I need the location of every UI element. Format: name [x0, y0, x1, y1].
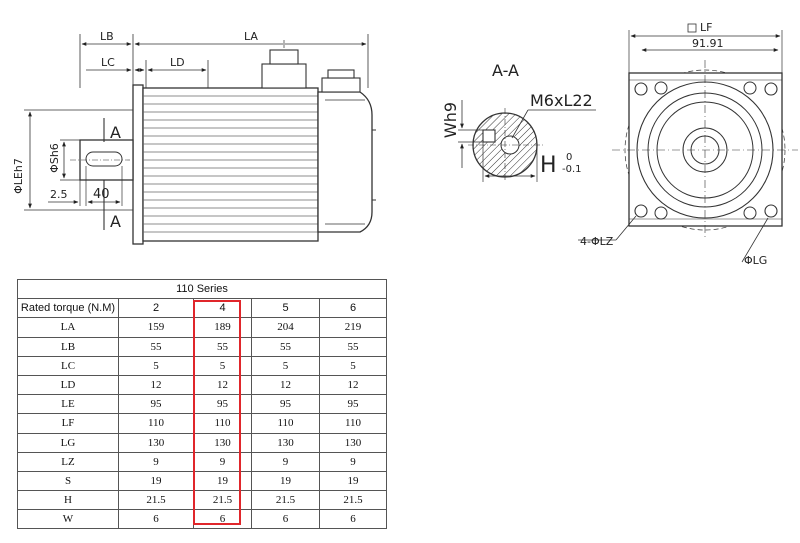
table-cell: 189 [193, 317, 252, 338]
table-cell: 110 [251, 413, 320, 434]
table-cell: 21.5 [118, 490, 194, 511]
table-cell: 21.5 [318, 490, 388, 511]
front-view [578, 23, 798, 263]
front-lg-label: ΦLG [744, 254, 767, 267]
dim-phis-label: ΦSh6 [48, 143, 61, 173]
dim-la-label: LA [244, 30, 258, 43]
table-cell: 95 [318, 394, 388, 415]
row-label: LF [17, 413, 119, 434]
dim-phile-label: ΦLEh7 [12, 158, 25, 194]
table-cell: 130 [251, 432, 320, 453]
table-cell: 110 [193, 413, 252, 434]
table-cell: 130 [318, 432, 388, 453]
row-label: H [17, 490, 119, 511]
table-cell: 9 [251, 451, 320, 472]
section-w-label: Wh9 [441, 102, 460, 138]
dim-ld-label: LD [170, 56, 185, 69]
table-cell: 6 [318, 509, 388, 530]
header-label: Rated torque (N.M) [17, 298, 119, 319]
table-title: 110 Series [16, 278, 388, 300]
header-torque: 4 [193, 298, 252, 319]
table-title-row: 110 Series [16, 278, 388, 300]
front-lz-label: 4-ΦLZ [580, 235, 614, 248]
table-cell: 19 [251, 470, 320, 492]
table-cell: 130 [193, 432, 252, 453]
section-h-tol-upper: 0 [566, 152, 572, 163]
header-torque: 5 [251, 298, 320, 319]
row-label: LC [17, 355, 119, 376]
row-label: LG [17, 432, 119, 453]
table-cell: 5 [193, 355, 252, 376]
table-cell: 6 [193, 509, 252, 530]
table-cell: 19 [118, 470, 194, 492]
section-a-a [458, 100, 596, 182]
dim-lb-label: LB [100, 30, 114, 43]
section-mark-bottom: A [110, 212, 121, 231]
section-thread-label: M6xL22 [530, 91, 593, 110]
table-cell: 219 [318, 317, 388, 338]
row-label: S [17, 470, 119, 492]
technical-drawing: LB LA LC LD ΦSh6 ΦLEh7 A A 2.5 40 A-A Wh… [12, 21, 798, 267]
table-cell: 55 [318, 336, 388, 357]
table-cell: 19 [318, 470, 388, 492]
section-title: A-A [492, 61, 519, 80]
header-torque: 6 [318, 298, 388, 319]
table-header-row: Rated torque (N.M) 2 4 5 6 [17, 298, 388, 319]
table-cell: 130 [118, 432, 194, 453]
table-cell: 110 [318, 413, 388, 434]
table-cell: 9 [118, 451, 194, 472]
row-label: LZ [17, 451, 119, 472]
dim-40-label: 40 [93, 187, 110, 202]
table-cell: 6 [251, 509, 320, 530]
table-cell: 5 [251, 355, 320, 376]
row-label: W [17, 509, 119, 530]
table-cell: 55 [251, 336, 320, 357]
row-label: LB [17, 336, 119, 357]
row-label: LA [17, 317, 119, 338]
table-cell: 5 [118, 355, 194, 376]
table-cell: 12 [193, 374, 252, 396]
table-cell: 95 [193, 394, 252, 415]
table-cell: 6 [118, 509, 194, 530]
table-cell: 21.5 [251, 490, 320, 511]
table-cell: 9 [193, 451, 252, 472]
table-cell: 21.5 [193, 490, 252, 511]
table-cell: 110 [118, 413, 194, 434]
table-cell: 55 [118, 336, 194, 357]
table-cell: 12 [118, 374, 194, 396]
dim-2-5-label: 2.5 [50, 188, 68, 201]
dim-lc-label: LC [101, 56, 115, 69]
row-label: LE [17, 394, 119, 415]
table-cell: 95 [251, 394, 320, 415]
table-cell: 204 [251, 317, 320, 338]
spec-table: 110 Series Rated torque (N.M) 2 4 5 6 LA… [16, 278, 388, 530]
table-cell: 55 [193, 336, 252, 357]
table-cell: 9 [318, 451, 388, 472]
side-view [24, 34, 376, 245]
front-91-91-label: 91.91 [692, 37, 724, 50]
front-lf-label: LF [700, 21, 712, 34]
table-cell: 5 [318, 355, 388, 376]
table-cell: 159 [118, 317, 194, 338]
section-h-label: H [540, 153, 557, 178]
table-cell: 19 [193, 470, 252, 492]
row-label: LD [17, 374, 119, 396]
table-cell: 12 [318, 374, 388, 396]
table-cell: 95 [118, 394, 194, 415]
table-cell: 12 [251, 374, 320, 396]
section-mark-top: A [110, 123, 121, 142]
header-torque: 2 [118, 298, 194, 319]
section-h-tol-lower: -0.1 [562, 164, 582, 175]
